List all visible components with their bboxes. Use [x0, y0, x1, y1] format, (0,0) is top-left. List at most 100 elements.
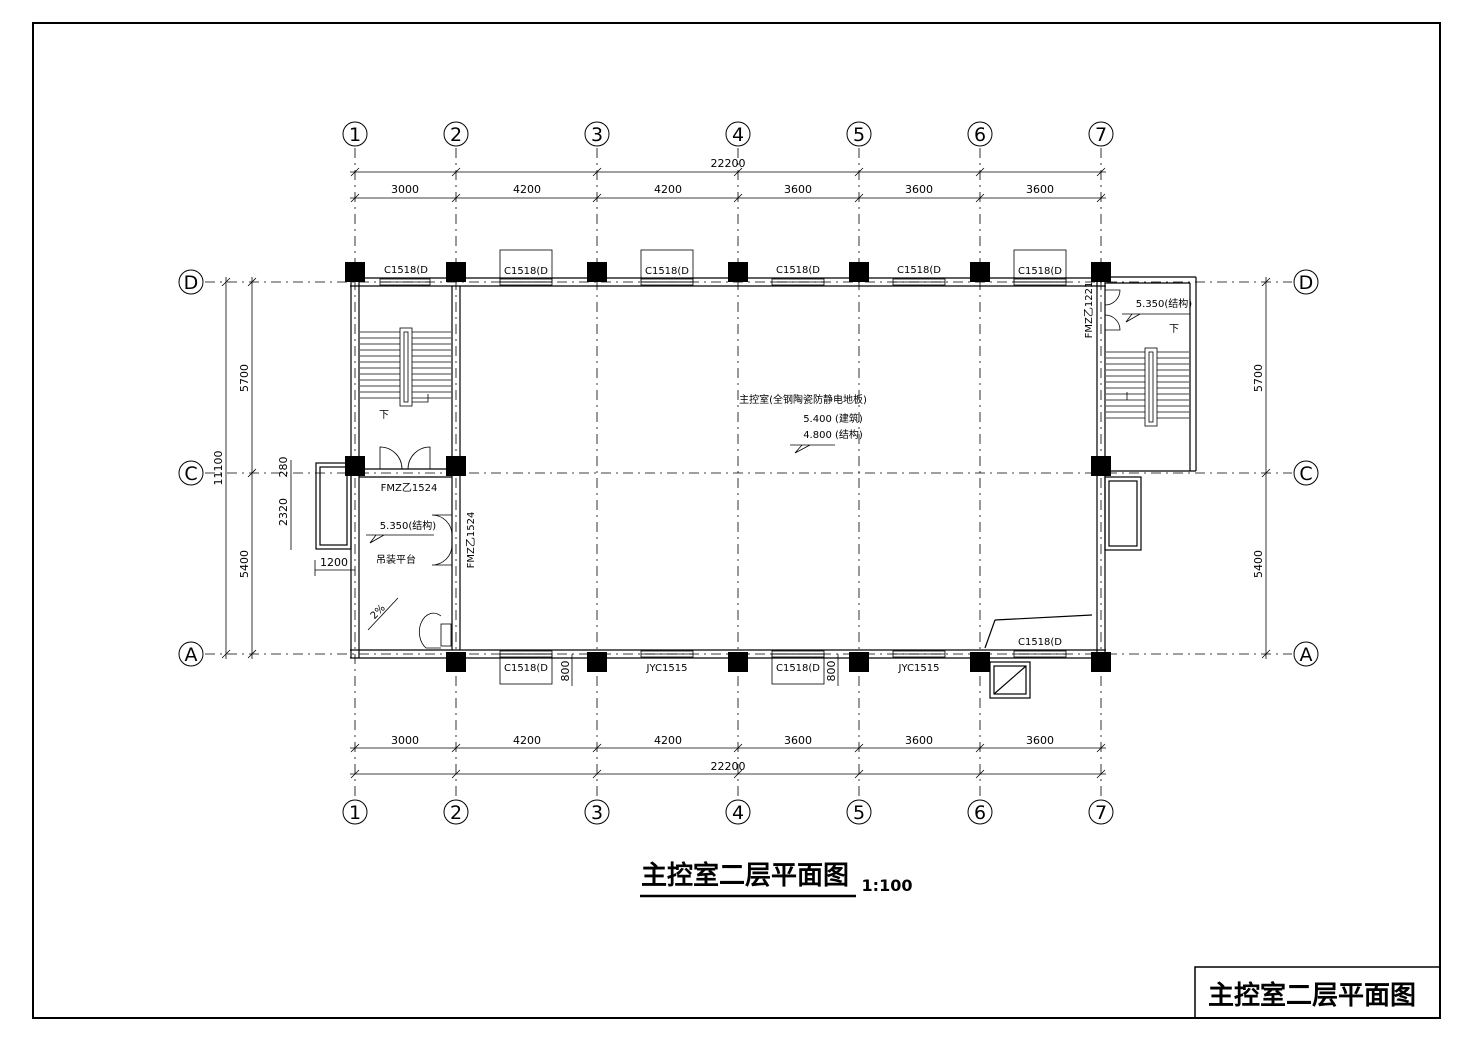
tick-bottom-span-4 — [854, 743, 864, 753]
window-frame-1 — [499, 249, 553, 283]
axis-label-col-3-bottom: 3 — [591, 802, 603, 824]
window-label-a-1: C1518(Ⅾ — [504, 663, 548, 674]
stair-left — [360, 327, 451, 407]
title-block — [1194, 966, 1441, 1019]
door-label-fm1524-h: FMZ乙1524 — [381, 482, 438, 494]
dim-bottom-total: 22200 — [711, 760, 746, 773]
elevation-marker-stair — [1122, 313, 1190, 323]
dim-platform-1200: 1200 — [320, 556, 348, 569]
column-1 — [345, 262, 365, 282]
window-label-d-1: C1518(Ⅾ — [384, 265, 428, 276]
axis-label-row-a-right: A — [1300, 644, 1313, 666]
axis-label-col-4-top: 4 — [732, 124, 744, 146]
tick-right-span-2 — [1261, 649, 1271, 659]
room-elev-struct: 4.800 (结构) — [803, 428, 863, 441]
axis-gridlines — [205, 148, 1292, 796]
window-frame-3 — [1013, 249, 1067, 283]
sheet-border — [32, 22, 1441, 1019]
tick-left-span-2 — [247, 649, 257, 659]
axis-label-col-6-bottom: 6 — [974, 802, 986, 824]
axis-label-col-1-bottom: 1 — [349, 802, 361, 824]
axis-label-col-5-top: 5 — [853, 124, 865, 146]
tick-bottom-total-1 — [451, 769, 461, 779]
window-label-a-4: JYC1515 — [898, 663, 940, 674]
tick-top-total-4 — [854, 167, 864, 177]
tick-right-span-0 — [1261, 277, 1271, 287]
walls — [315, 276, 1197, 699]
axis-label-col-1-top: 1 — [349, 124, 361, 146]
axis-label-col-2-top: 2 — [450, 124, 462, 146]
tick-top-span-1 — [451, 193, 461, 203]
window-label-d-5: C1518(Ⅾ — [897, 265, 941, 276]
dimension-lines — [221, 167, 1271, 779]
tick-bottom-total-0 — [350, 769, 360, 779]
platform-elev: 5.350(结构) — [380, 519, 437, 532]
column-13 — [728, 652, 748, 672]
axis-bubbles: 1 2 3 4 5 6 7 1 2 3 4 5 6 7 D C A D C A — [178, 121, 1319, 825]
stair-elev-right: 5.350(结构) — [1136, 297, 1193, 310]
column-16 — [1091, 652, 1111, 672]
column-9 — [446, 456, 466, 476]
doors — [379, 289, 1121, 649]
tick-bottom-span-5 — [975, 743, 985, 753]
tick-top-span-6 — [1096, 193, 1106, 203]
column-14 — [849, 652, 869, 672]
tick-bottom-total-3 — [733, 769, 743, 779]
axis-label-row-c-left: C — [184, 463, 197, 485]
tick-left-span-0 — [247, 277, 257, 287]
tick-top-span-3 — [733, 193, 743, 203]
tick-top-span-5 — [975, 193, 985, 203]
axis-label-col-3-top: 3 — [591, 124, 603, 146]
dim-bottom-span-1: 3000 — [391, 734, 419, 747]
stair-down-left: 下 — [379, 410, 389, 421]
axis-label-col-5-bottom: 5 — [853, 802, 865, 824]
dim-bottom-span-6: 3600 — [1026, 734, 1054, 747]
dim-bottom-span-2: 4200 — [513, 734, 541, 747]
window-label-d-6: C1518(Ⅾ — [1018, 266, 1062, 277]
stair-down-right: 下 — [1169, 324, 1179, 335]
tick-top-total-2 — [592, 167, 602, 177]
axis-label-col-4-bottom: 4 — [732, 802, 744, 824]
dim-top-total: 22200 — [711, 157, 746, 170]
dim-left-upper: 5700 — [238, 364, 251, 392]
window-label-d-3: C1518(Ⅾ — [645, 266, 689, 277]
dim-sill-800-a: 800 — [559, 661, 572, 682]
window-label-a-2: JYC1515 — [646, 663, 688, 674]
tick-bottom-total-5 — [975, 769, 985, 779]
drawing-scale: 1:100 — [862, 876, 913, 895]
axis-label-row-a-left: A — [185, 644, 198, 666]
tick-top-span-0 — [350, 193, 360, 203]
dim-left-lower: 5400 — [238, 550, 251, 578]
tick-bottom-span-0 — [350, 743, 360, 753]
tick-bottom-total-2 — [592, 769, 602, 779]
dim-sill-800-b: 800 — [825, 661, 838, 682]
axis-label-col-7-bottom: 7 — [1095, 802, 1107, 824]
axis-label-col-7-top: 7 — [1095, 124, 1107, 146]
column-12 — [587, 652, 607, 672]
dim-bottom-span-3: 4200 — [654, 734, 682, 747]
door-label-fm1524-v: FMZ乙1524 — [465, 512, 477, 569]
dim-platform-280: 280 — [277, 457, 290, 478]
tick-left-span-1 — [247, 468, 257, 478]
tick-top-total-3 — [733, 167, 743, 177]
axis-label-col-2-bottom: 2 — [450, 802, 462, 824]
dim-top-span-3: 4200 — [654, 183, 682, 196]
column-2 — [446, 262, 466, 282]
dim-bottom-span-5: 3600 — [905, 734, 933, 747]
tick-right-span-1 — [1261, 468, 1271, 478]
dim-top-span-4: 3600 — [784, 183, 812, 196]
column-3 — [587, 262, 607, 282]
tick-top-span-4 — [854, 193, 864, 203]
windows — [379, 249, 1067, 685]
tick-top-total-1 — [451, 167, 461, 177]
tick-top-span-2 — [592, 193, 602, 203]
axis-label-col-6-top: 6 — [974, 124, 986, 146]
tick-bottom-span-6 — [1096, 743, 1106, 753]
column-4 — [728, 262, 748, 282]
column-6 — [970, 262, 990, 282]
dim-platform-2320: 2320 — [277, 498, 290, 526]
door-label-fm1221: FMZ乙1221 — [1083, 282, 1095, 339]
room-name-label: 主控室(全钢陶瓷防静电地板) — [739, 393, 867, 406]
tick-top-total-6 — [1096, 167, 1106, 177]
